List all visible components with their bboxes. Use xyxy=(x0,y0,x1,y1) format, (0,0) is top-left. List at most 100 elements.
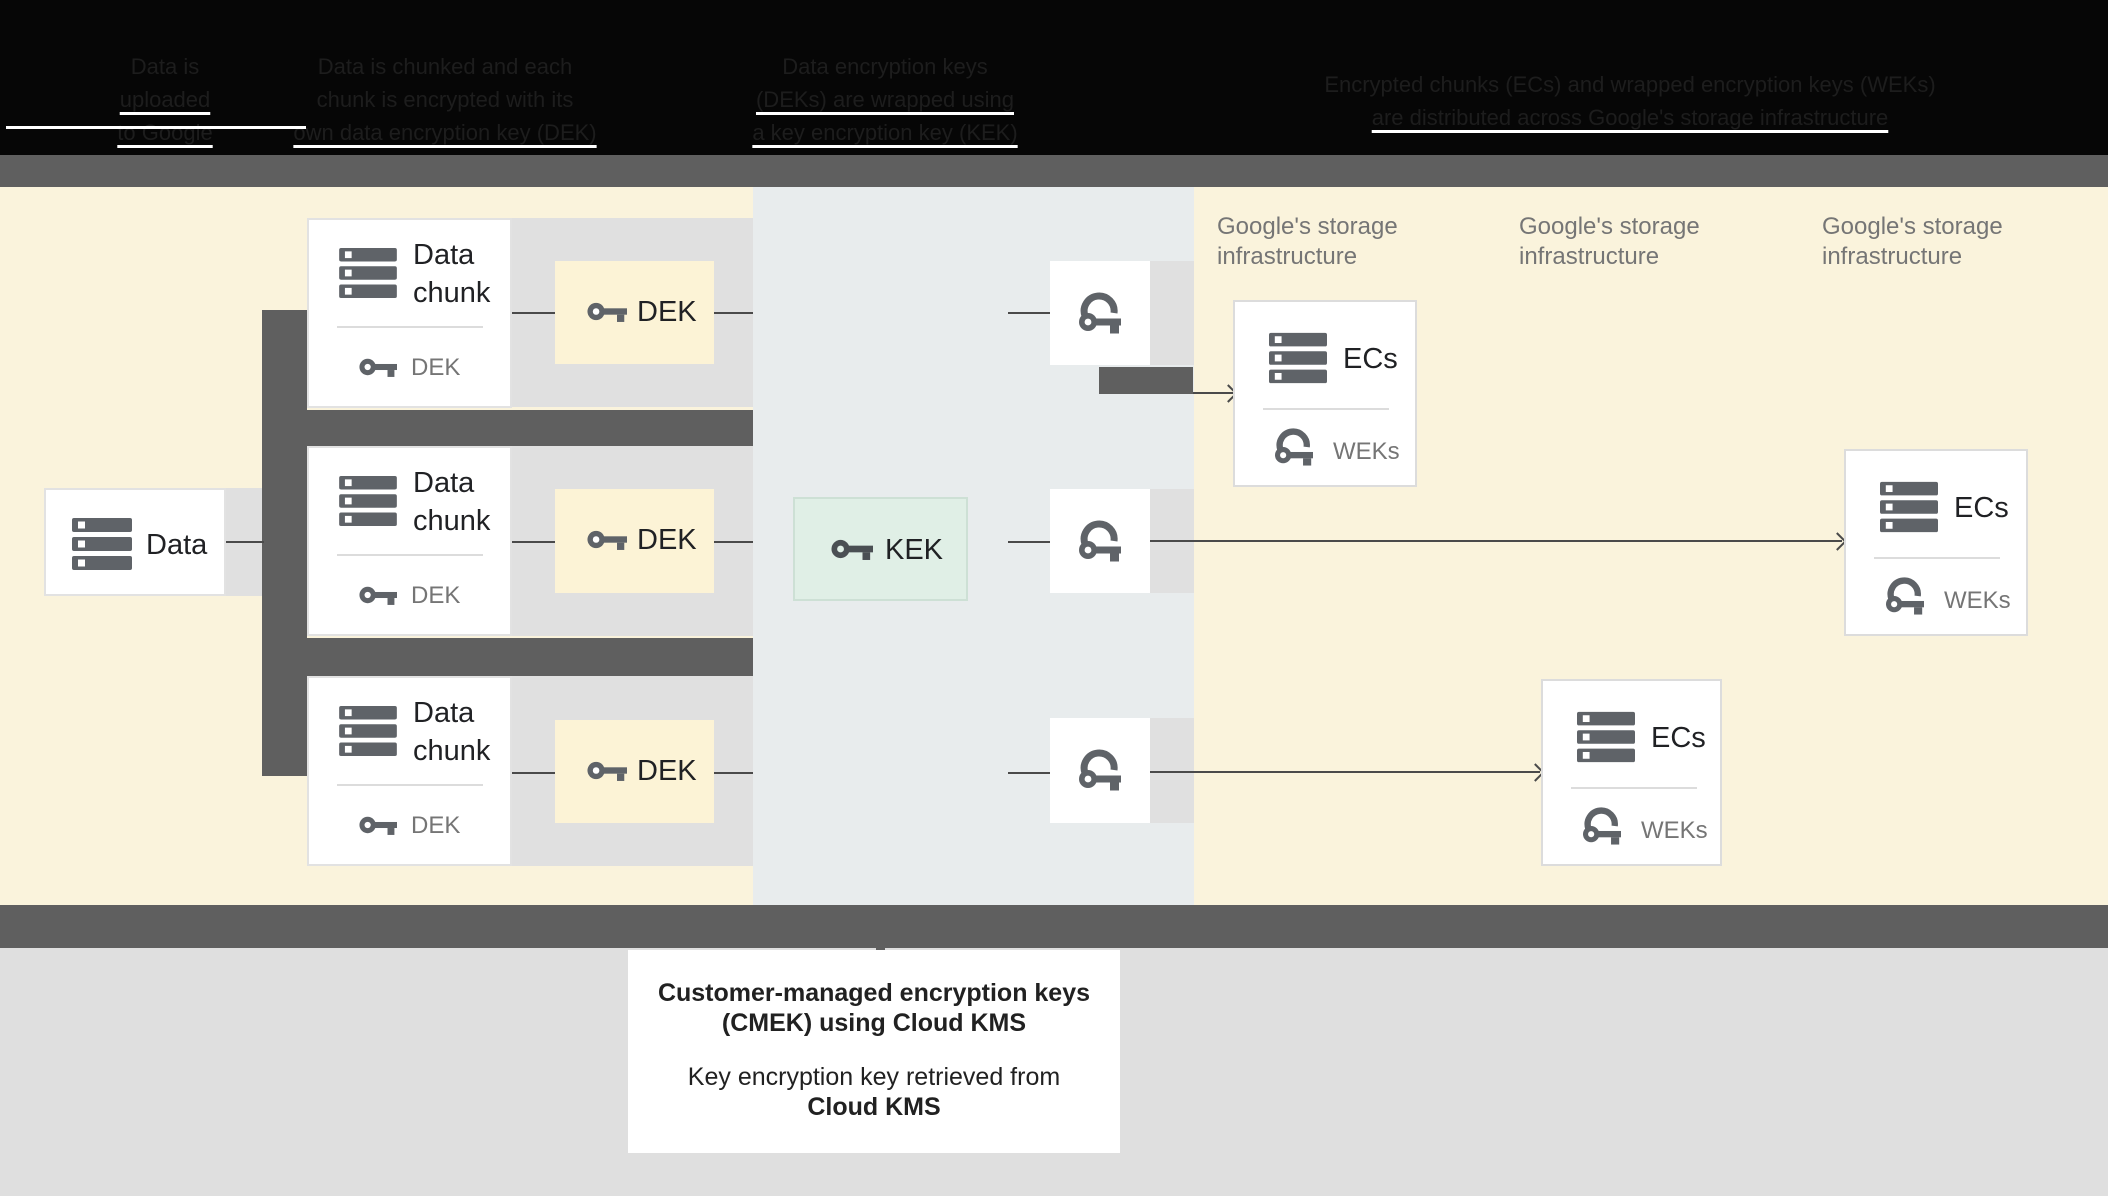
header-step-4-line: Encrypted chunks (ECs) and wrapped encry… xyxy=(1324,72,1936,97)
connector-line xyxy=(1008,772,1050,774)
key-icon xyxy=(831,535,873,568)
card-divider xyxy=(337,326,483,328)
header-step-1-line: Data is xyxy=(130,54,200,79)
wrapped-key-icon xyxy=(1581,807,1623,850)
key-icon xyxy=(587,526,627,558)
chunk-title-line: chunk xyxy=(413,505,491,537)
header-step-3-line: a key encryption key (KEK) xyxy=(752,120,1018,145)
data-chunk-card: Data chunk DEK xyxy=(307,446,512,636)
database-stack-icon xyxy=(1269,332,1327,389)
connector-line xyxy=(1008,541,1050,543)
data-chunk-card: Data chunk DEK xyxy=(307,676,512,866)
chunk-title: Data chunk xyxy=(413,694,490,770)
kek-box: KEK xyxy=(793,497,968,601)
key-icon xyxy=(587,298,627,330)
wrapped-key-icon xyxy=(1077,292,1123,339)
data-chunk-card: Data chunk DEK xyxy=(307,218,512,408)
database-stack-icon xyxy=(1577,711,1635,768)
header-band: Data is uploaded to Google Data is chunk… xyxy=(0,0,2108,155)
header-step-2-line: chunk is encrypted with its xyxy=(316,87,574,112)
key-icon xyxy=(359,582,397,613)
wrapped-key-connector-band xyxy=(1099,367,1193,394)
header-step-1-line: uploaded xyxy=(119,87,211,112)
chunk-title: Data chunk xyxy=(413,236,490,312)
connector-line xyxy=(512,772,555,774)
kek-box-label: KEK xyxy=(885,534,944,566)
wrapped-key-box xyxy=(1050,718,1150,823)
connector-line xyxy=(512,312,555,314)
storage-label-line: infrastructure xyxy=(1217,243,1358,270)
ecs-box: ECs WEKs xyxy=(1233,300,1417,487)
storage-label-line: infrastructure xyxy=(1822,243,1963,270)
database-stack-icon xyxy=(72,518,132,575)
header-step-3-line: (DEKs) are wrapped using xyxy=(755,87,1014,112)
key-icon xyxy=(359,354,397,385)
header-step-3-line: Data encryption keys xyxy=(782,54,988,79)
data-split-bar xyxy=(262,310,307,776)
dek-card-label: DEK xyxy=(637,755,697,787)
storage-label-line: Google's storage xyxy=(1519,213,1700,240)
ecs-key-label: WEKs xyxy=(1944,587,2011,614)
top-divider-band xyxy=(0,155,2108,187)
wrapped-key-icon xyxy=(1077,520,1123,567)
callout-title-line: Customer-managed encryption keys xyxy=(657,979,1091,1007)
header-step-2: Data is chunked and each chunk is encryp… xyxy=(280,50,610,149)
storage-label-line: infrastructure xyxy=(1519,243,1660,270)
chunk-title-line: Data xyxy=(413,467,475,499)
connector-line xyxy=(714,772,753,774)
key-box-extension xyxy=(1150,261,1194,365)
ecs-box-label: ECs xyxy=(1954,492,2009,524)
dek-card: DEK xyxy=(555,489,714,593)
chunk-title-line: Data xyxy=(413,697,475,729)
header-step-4: Encrypted chunks (ECs) and wrapped encry… xyxy=(1290,68,1970,134)
key-icon xyxy=(587,757,627,789)
storage-infrastructure-label: Google's storage infrastructure xyxy=(1217,212,1398,272)
storage-infrastructure-label: Google's storage infrastructure xyxy=(1519,212,1700,272)
wrapped-key-icon xyxy=(1884,577,1926,620)
data-box: Data xyxy=(44,488,226,596)
dek-card-label: DEK xyxy=(637,524,697,556)
chunk-title-line: chunk xyxy=(413,277,491,309)
arrow-to-ecs-2 xyxy=(1150,532,1847,551)
callout-spacer xyxy=(628,1038,1120,1062)
connector-line xyxy=(714,541,753,543)
header-step-1-line: to Google xyxy=(117,120,213,145)
header-step-2-line: own data encryption key (DEK) xyxy=(293,120,597,145)
database-stack-icon xyxy=(339,706,397,761)
connector-line xyxy=(1008,312,1050,314)
header-step-2-line: Data is chunked and each xyxy=(317,54,573,79)
storage-label-line: Google's storage xyxy=(1217,213,1398,240)
wrapped-key-icon xyxy=(1077,749,1123,796)
arrow-to-ecs-3 xyxy=(1150,763,1545,782)
storage-label-line: Google's storage xyxy=(1822,213,2003,240)
card-divider xyxy=(337,554,483,556)
ecs-box-label: ECs xyxy=(1651,722,1706,754)
dek-card: DEK xyxy=(555,261,714,364)
key-box-extension xyxy=(1150,718,1194,823)
arrow-to-ecs-1 xyxy=(1193,384,1238,403)
database-stack-icon xyxy=(339,248,397,303)
ecs-box: ECs WEKs xyxy=(1541,679,1722,866)
header-artifact-line xyxy=(6,126,306,129)
storage-infrastructure-label: Google's storage infrastructure xyxy=(1822,212,2003,272)
connector-line xyxy=(226,541,264,543)
connector-line xyxy=(714,312,753,314)
split-connector-band xyxy=(307,410,753,446)
chunk-key-label: DEK xyxy=(411,354,461,381)
header-step-3: Data encryption keys (DEKs) are wrapped … xyxy=(735,50,1035,149)
callout-body-line: Key encryption key retrieved from xyxy=(687,1063,1061,1091)
chunk-key-label: DEK xyxy=(411,812,461,839)
wrapped-key-box xyxy=(1050,489,1150,593)
ecs-key-label: WEKs xyxy=(1333,438,1400,465)
wrapped-key-icon xyxy=(1273,428,1315,471)
card-divider xyxy=(1263,408,1389,410)
header-step-1: Data is uploaded to Google xyxy=(60,50,270,149)
key-icon xyxy=(359,812,397,843)
card-divider xyxy=(1874,557,2000,559)
cmek-callout: Customer-managed encryption keys (CMEK) … xyxy=(628,950,1120,1153)
card-divider xyxy=(337,784,483,786)
dek-card: DEK xyxy=(555,720,714,823)
chunk-title: Data chunk xyxy=(413,464,490,540)
ecs-key-label: WEKs xyxy=(1641,817,1708,844)
